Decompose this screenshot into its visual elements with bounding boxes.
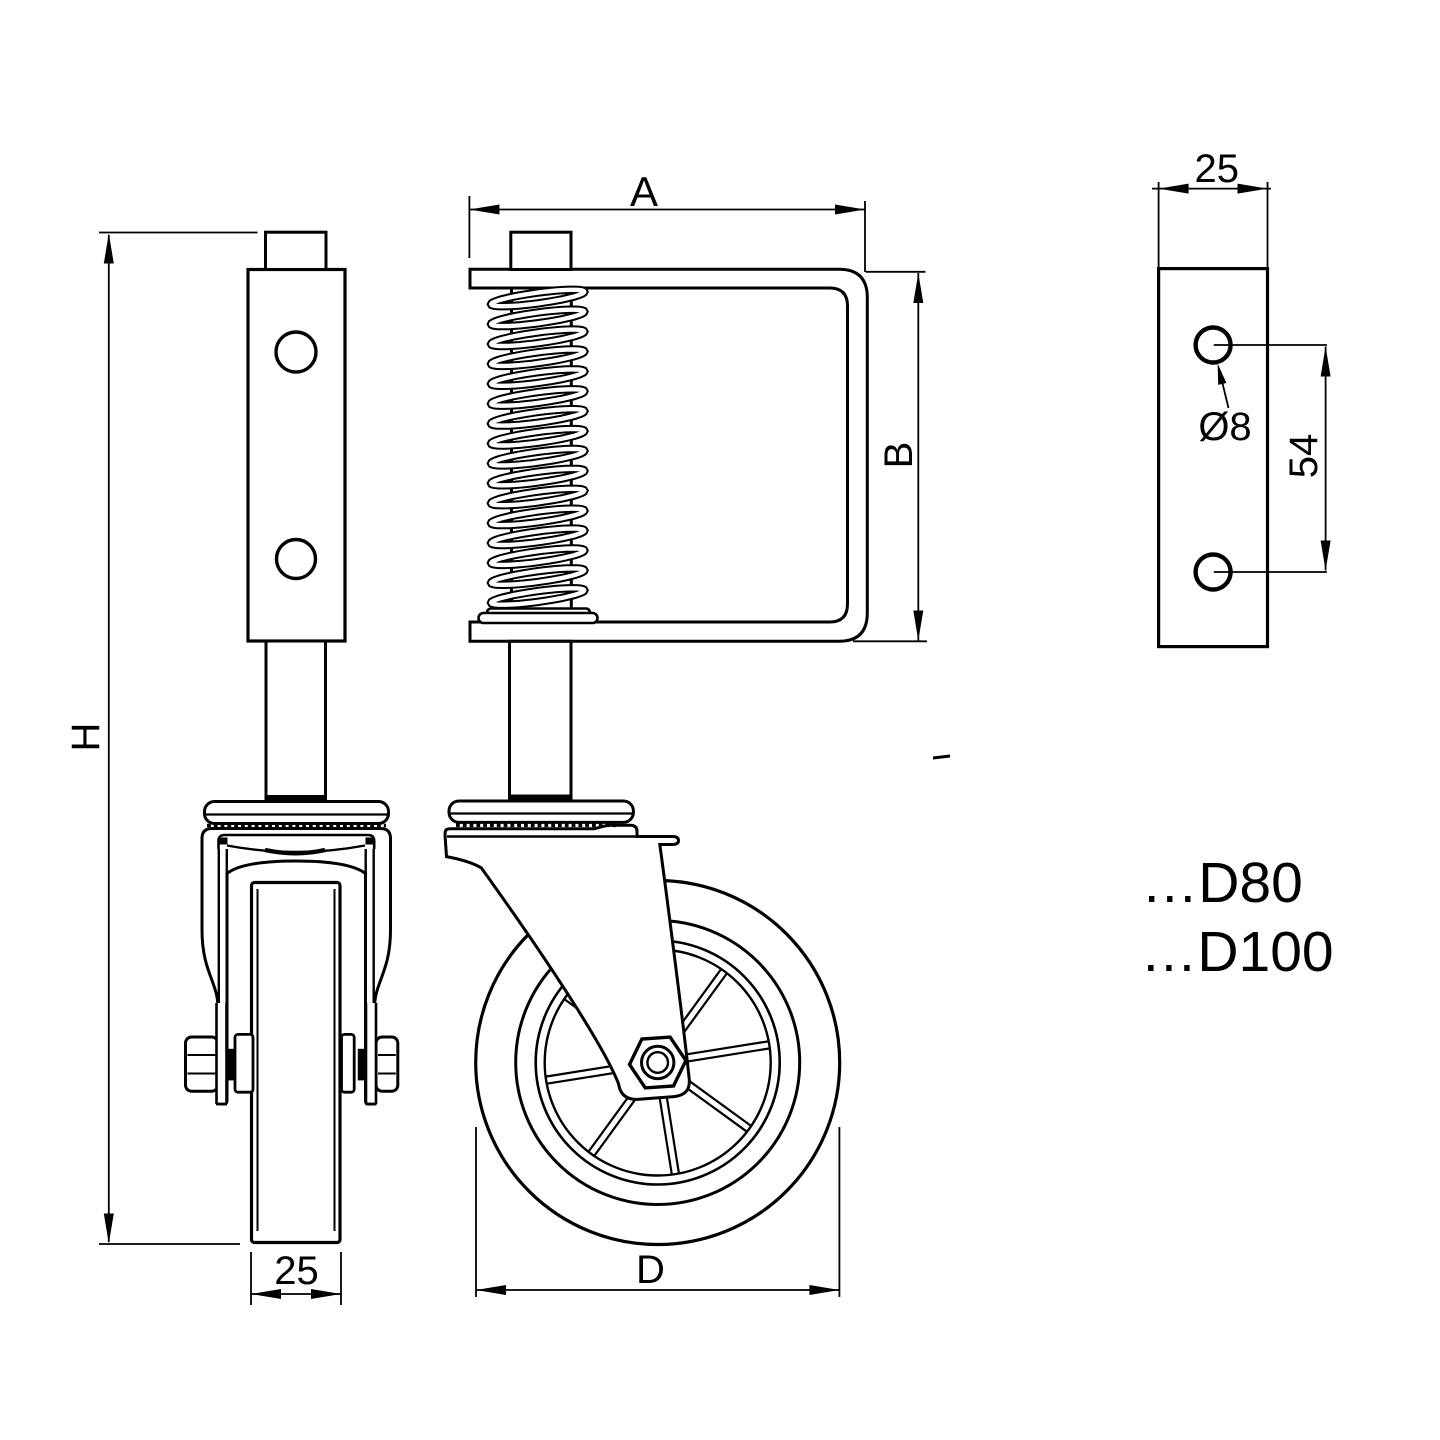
svg-text:A: A	[630, 168, 658, 215]
svg-text:H: H	[64, 723, 108, 752]
svg-text:…D80: …D80	[1141, 851, 1303, 915]
svg-text:54: 54	[1282, 434, 1326, 479]
svg-text:25: 25	[274, 1249, 319, 1293]
svg-text:Ø8: Ø8	[1198, 405, 1251, 449]
svg-text:B: B	[877, 442, 921, 469]
svg-text:D: D	[636, 1248, 665, 1292]
svg-text:…D100: …D100	[1140, 920, 1333, 984]
svg-text:25: 25	[1195, 147, 1240, 191]
